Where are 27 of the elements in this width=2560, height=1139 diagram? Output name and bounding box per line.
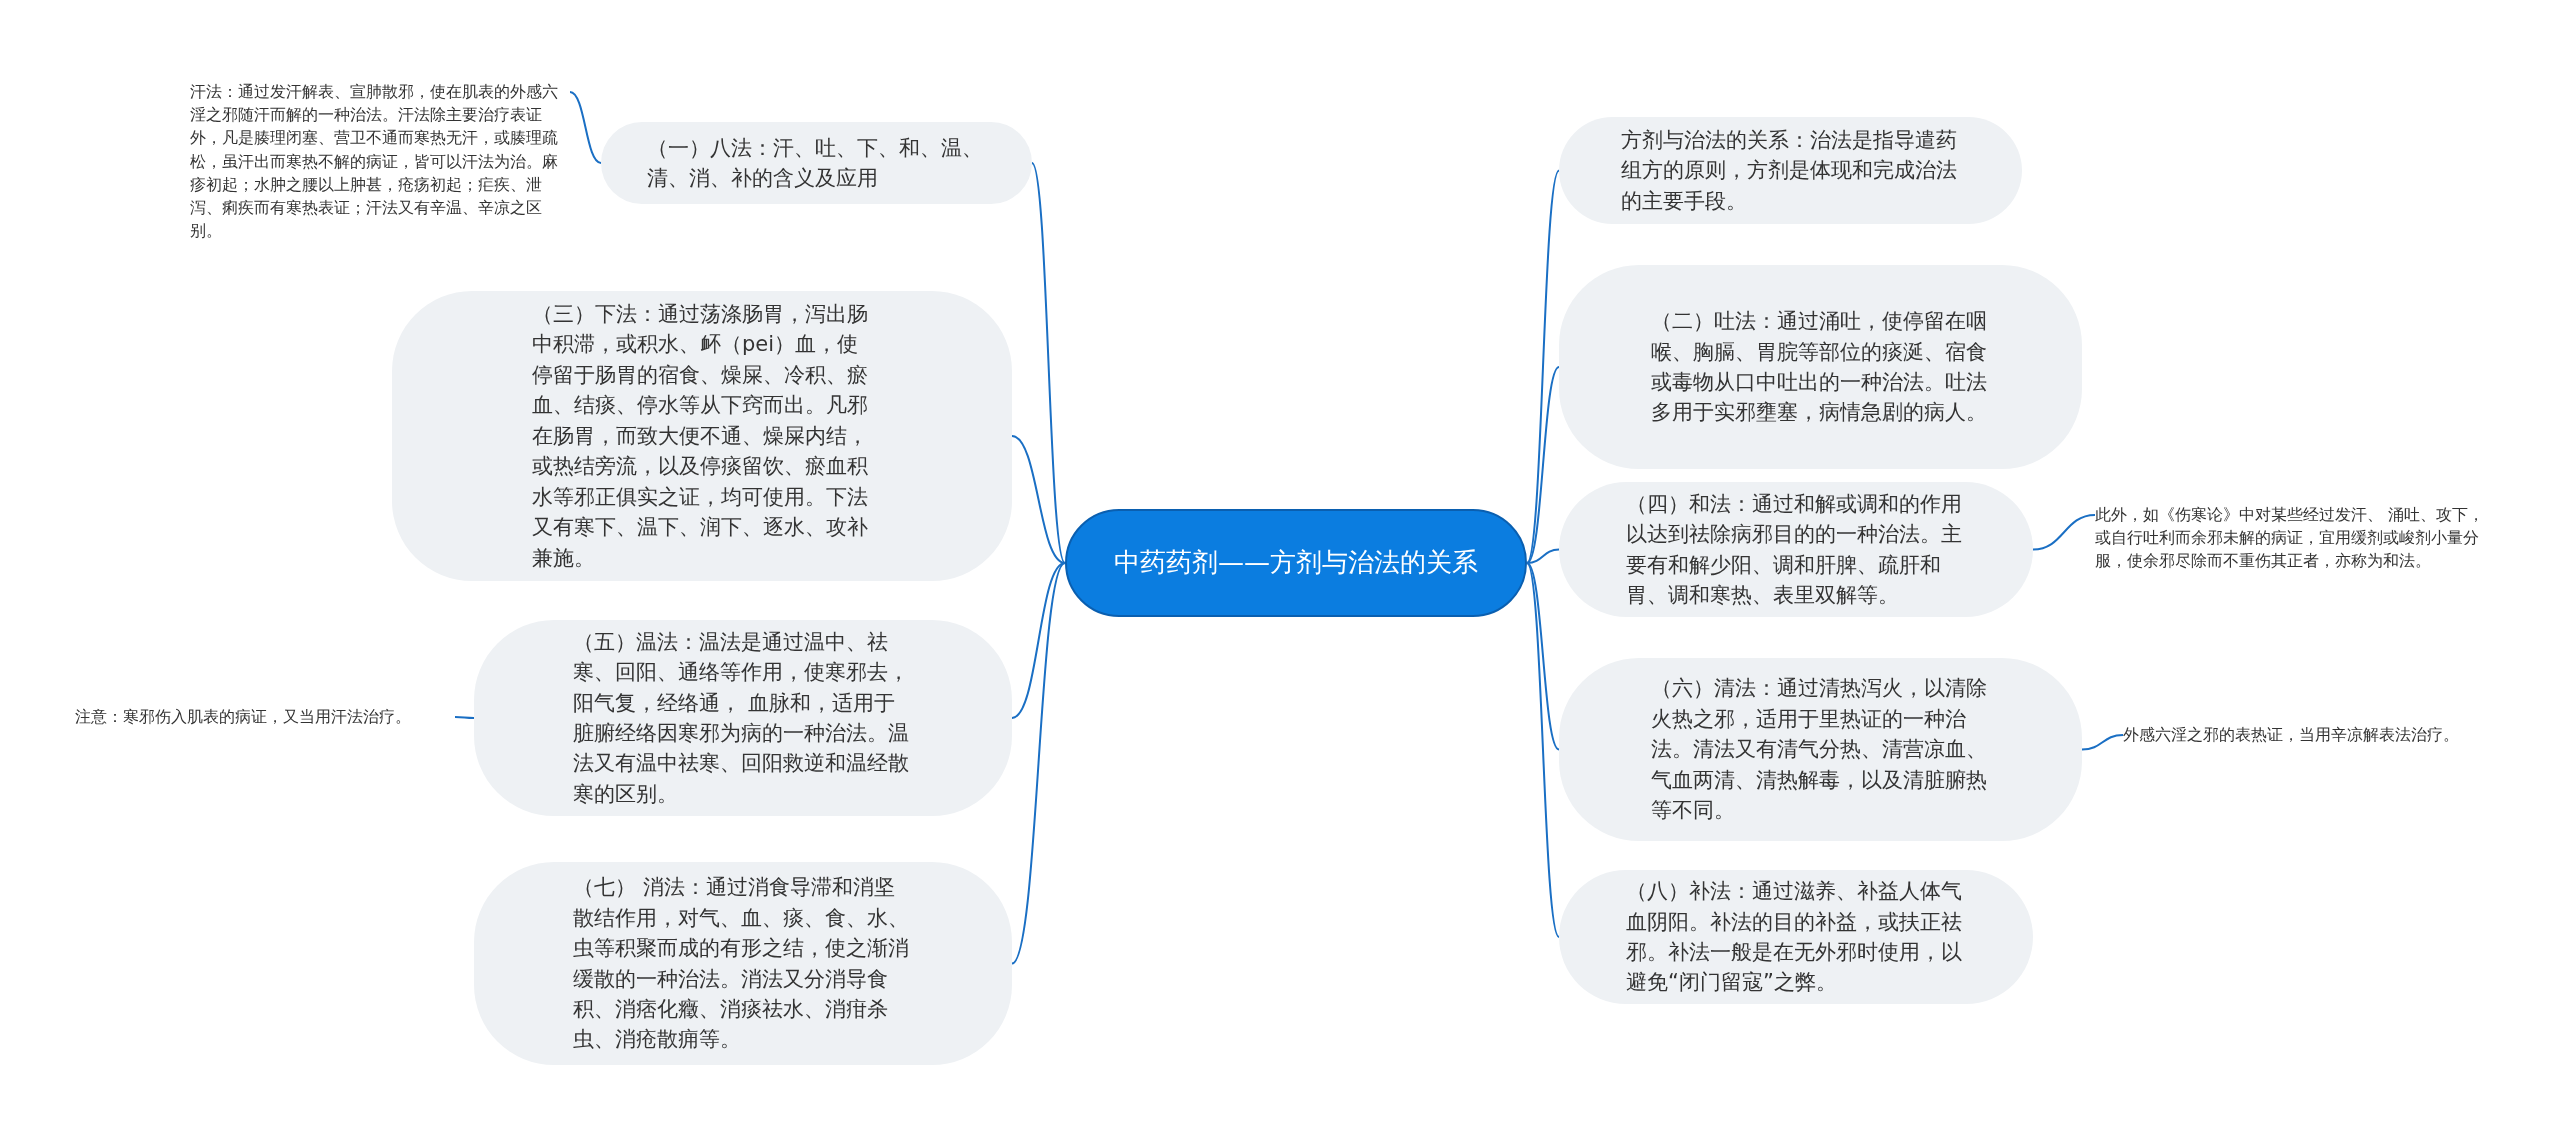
- connector-line: [2081, 734, 2124, 751]
- connector-line: [569, 91, 602, 164]
- note-text: 汗法：通过发汗解表、宣肺散邪，使在肌表的外感六淫之邪随汗而解的一种治法。汗法除主要治疗表证外，凡是腠理闭塞、营卫不通而寒热无汗，或腠理疏松，虽汗出而寒热不解的病证，皆可以汗法为治。麻疹初起；水肿之腰以上肿甚，疮疡初起；疟疾、泄泻、痢疾而有寒热表证；汗法又有辛温、辛凉之区别。: [190, 80, 570, 243]
- connector-line: [1526, 169, 1560, 564]
- connector-line: [1526, 548, 1560, 564]
- connector-line: [1031, 162, 1066, 564]
- topic-bubble: （七） 消法：通过消食导滞和消坚散结作用，对气、血、痰、食、水、虫等积聚而成的有形之结，使之渐消缓散的一种治法。消法又分消导食积、消痞化癥、消痰祛水、消疳杀虫、消疮散痈等。: [474, 862, 1012, 1065]
- connector-line: [1011, 562, 1066, 965]
- connector-line: [1526, 562, 1560, 751]
- topic-bubble: （二）吐法：通过涌吐，使停留在咽喉、胸膈、胃脘等部位的痰涎、宿食或毒物从口中吐出的一种治法。吐法多用于实邪壅塞，病情急剧的病人。: [1559, 265, 2082, 469]
- connector-line: [454, 716, 475, 719]
- connector-line: [1011, 562, 1066, 719]
- central-topic: 中药药剂——方剂与治法的关系: [1065, 509, 1527, 617]
- topic-bubble: （五）温法：温法是通过温中、祛寒、回阳、通络等作用，使寒邪去，阳气复，经络通， 血脉和，适用于脏腑经络因寒邪为病的一种治法。温法又有温中祛寒、回阳救逆和温经散寒的区别。: [474, 620, 1012, 816]
- topic-bubble: （三）下法：通过荡涤肠胃，泻出肠中积滞，或积水、衃（pei）血，使停留于肠胃的宿食、燥屎、冷积、瘀血、结痰、停水等从下窍而出。凡邪在肠胃，而致大便不通、燥屎内结，或热结旁流，以及停痰留饮、瘀血积水等邪正俱实之证，均可使用。下法又有寒下、温下、润下、逐水、攻补兼施。: [392, 291, 1012, 581]
- topic-bubble: （四）和法：通过和解或调和的作用以达到祛除病邪目的的一种治法。主要有和解少阳、调和肝脾、疏肝和胃、调和寒热、表里双解等。: [1559, 482, 2033, 617]
- topic-bubble: （八）补法：通过滋养、补益人体气血阴阳。补法的目的补益，或扶正祛邪。补法一般是在无外邪时使用，以避免“闭门留寇”之弊。: [1559, 870, 2033, 1004]
- connector-line: [1011, 435, 1066, 564]
- connector-line: [2032, 514, 2096, 551]
- note-text: 注意：寒邪伤入肌表的病证，又当用汗法治疗。: [75, 705, 455, 729]
- connector-line: [1526, 562, 1560, 938]
- topic-bubble: （六）清法：通过清热泻火，以清除火热之邪，适用于里热证的一种治法。清法又有清气分热、清营凉血、气血两清、清热解毒，以及清脏腑热等不同。: [1559, 658, 2082, 841]
- connector-line: [1526, 366, 1560, 564]
- topic-bubble: （一）八法：汗、吐、下、和、温、清、消、补的含义及应用: [601, 122, 1032, 204]
- topic-bubble: 方剂与治法的关系：治法是指导遣药组方的原则，方剂是体现和完成治法的主要手段。: [1559, 117, 2022, 224]
- note-text: 此外，如《伤寒论》中对某些经过发汗、 涌吐、攻下，或自行吐利而余邪未解的病证，宜用缓剂或峻剂小量分服，使余邪尽除而不重伤其正者，亦称为和法。: [2095, 503, 2485, 573]
- note-text: 外感六淫之邪的表热证，当用辛凉解表法治疗。: [2123, 723, 2513, 747]
